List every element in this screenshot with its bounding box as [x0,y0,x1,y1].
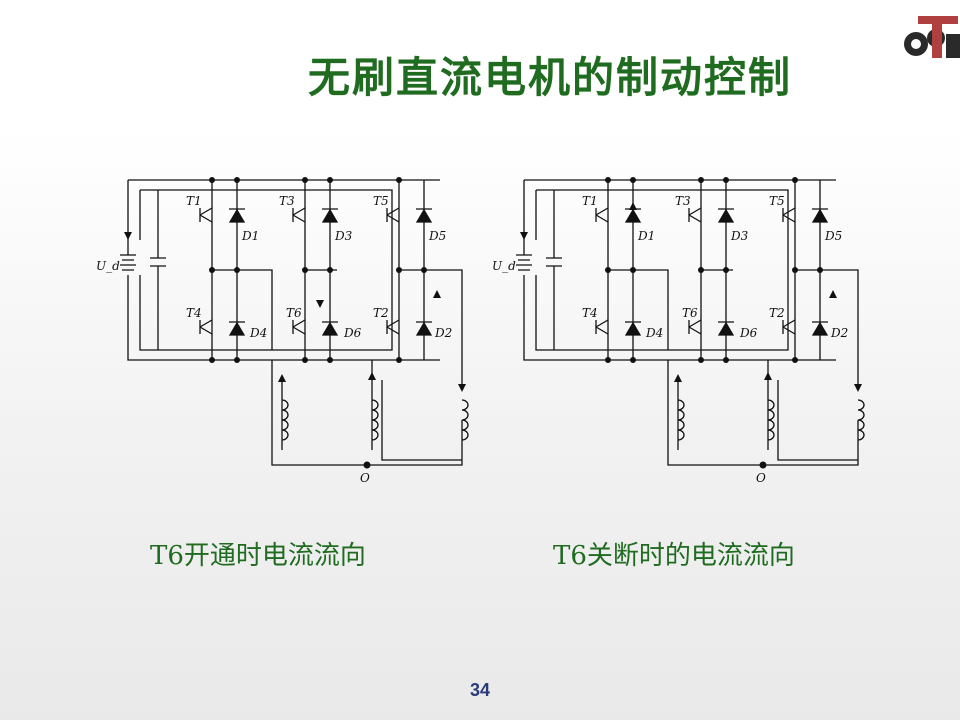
label-t4: T4 [186,306,202,320]
label-t6: T6 [682,306,698,320]
label-d6: D6 [343,326,362,340]
label-t5: T5 [373,194,389,208]
label-d6: D6 [739,326,758,340]
circuit-diagram-t6-off: U_d O T1 T3 T5 T4 T6 T2 D1 D3 D5 D4 D6 D… [492,177,865,485]
page-number: 34 [469,680,491,700]
label-neutral: O [756,471,766,485]
label-source: U_d [492,259,516,273]
label-d3: D3 [730,229,749,243]
label-t2: T2 [373,306,389,320]
caption-t6-on: T6开通时电流流向 [150,541,366,571]
label-d4: D4 [249,326,267,340]
label-d4: D4 [645,326,663,340]
logo-icon [898,8,960,70]
label-t5: T5 [769,194,785,208]
label-t3: T3 [675,194,691,208]
caption-t6-off: T6关断时的电流流向 [553,541,795,571]
label-d2: D2 [830,326,848,340]
circuit-diagram-t6-on: U_d O T1 T3 T5 T4 T6 T2 D1 D3 D5 D4 D6 D… [96,177,469,485]
label-t4: T4 [582,306,598,320]
slide-title: 无刷直流电机的制动控制 [307,53,792,102]
label-d5: D5 [428,229,446,243]
label-d5: D5 [824,229,842,243]
label-t2: T2 [769,306,785,320]
label-d3: D3 [334,229,353,243]
label-d1: D1 [637,229,655,243]
label-d2: D2 [434,326,452,340]
label-source: U_d [96,259,120,273]
label-t1: T1 [186,194,202,208]
label-d1: D1 [241,229,259,243]
label-t6: T6 [286,306,302,320]
label-t1: T1 [582,194,598,208]
label-t3: T3 [279,194,295,208]
label-neutral: O [360,471,370,485]
